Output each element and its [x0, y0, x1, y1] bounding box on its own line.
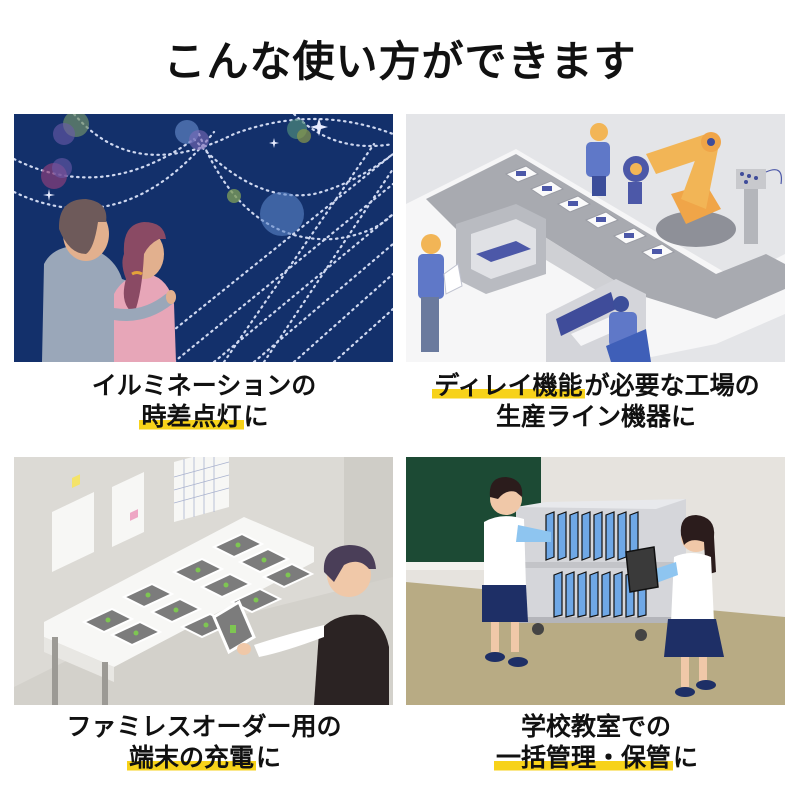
caption-line-1: 学校教室での	[520, 712, 671, 741]
highlight-text: 時差点灯	[139, 402, 244, 431]
factory-caption: ディレイ機能が必要な工場の 生産ライン機器に	[396, 370, 796, 432]
caption-line-1: ファミレスオーダー用の	[66, 712, 342, 741]
caption-line-1: ディレイ機能が必要な工場の	[432, 371, 760, 400]
restaurant-scene-image	[14, 457, 393, 705]
restaurant-caption: ファミレスオーダー用の 端末の充電に	[4, 711, 404, 773]
caption-line-2: 時差点灯に	[139, 402, 269, 431]
classroom-caption: 学校教室での 一括管理・保管に	[396, 711, 796, 773]
caption-line-2: 生産ライン機器に	[495, 402, 696, 431]
highlight-text: 端末の充電	[126, 743, 256, 772]
highlight-text: 一括管理・保管	[493, 743, 673, 772]
factory-scene-image	[406, 114, 785, 362]
page-title: こんな使い方ができます	[163, 37, 637, 86]
illumination-caption: イルミネーションの 時差点灯に	[4, 370, 404, 432]
highlight-text: ディレイ機能	[432, 371, 585, 400]
caption-line-1: イルミネーションの	[91, 371, 317, 400]
classroom-scene-image	[406, 457, 785, 705]
caption-line-2: 端末の充電に	[126, 743, 282, 772]
caption-line-2: 一括管理・保管に	[493, 743, 699, 772]
illumination-scene-image	[14, 114, 393, 362]
